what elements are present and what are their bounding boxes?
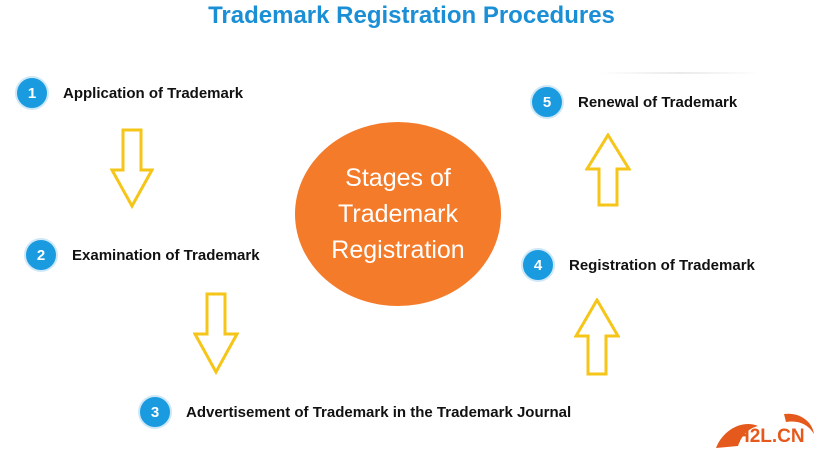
step-1: 1 Application of Trademark (15, 76, 243, 110)
step-4-badge: 4 (521, 248, 555, 282)
center-line-1: Stages of (345, 164, 451, 192)
arrow-down-2-to-3 (193, 292, 239, 376)
center-line-3: Registration (331, 236, 465, 264)
step-5-badge: 5 (530, 85, 564, 119)
center-line-2: Trademark (338, 200, 458, 228)
step-2-badge: 2 (24, 238, 58, 272)
step-1-label: Application of Trademark (63, 84, 244, 102)
step-5-label: Renewal of Trademark (578, 93, 738, 111)
arrow-down-1-to-2 (110, 128, 154, 210)
h2l-logo: H2L.CN (714, 410, 818, 452)
arrow-up-4-to-5 (585, 133, 631, 207)
step-1-badge: 1 (15, 76, 49, 110)
arrow-up-3-to-4 (574, 298, 620, 376)
logo-text: H2L.CN (736, 426, 805, 447)
step-3: 3 Advertisement of Trademark in the Trad… (138, 395, 571, 429)
diagram-title: Trademark Registration Procedures (208, 2, 615, 29)
step-2-label: Examination of Trademark (72, 246, 260, 264)
step-4-label: Registration of Trademark (569, 256, 755, 274)
step-4: 4 Registration of Trademark (521, 248, 755, 282)
decorative-divider (600, 72, 760, 74)
step-3-label: Advertisement of Trademark in the Tradem… (186, 403, 572, 421)
step-2: 2 Examination of Trademark (24, 238, 260, 272)
step-3-badge: 3 (138, 395, 172, 429)
logo-swoosh-icon (716, 413, 814, 448)
center-circle: Stages of Trademark Registration (295, 122, 501, 306)
step-5: 5 Renewal of Trademark (530, 85, 737, 119)
